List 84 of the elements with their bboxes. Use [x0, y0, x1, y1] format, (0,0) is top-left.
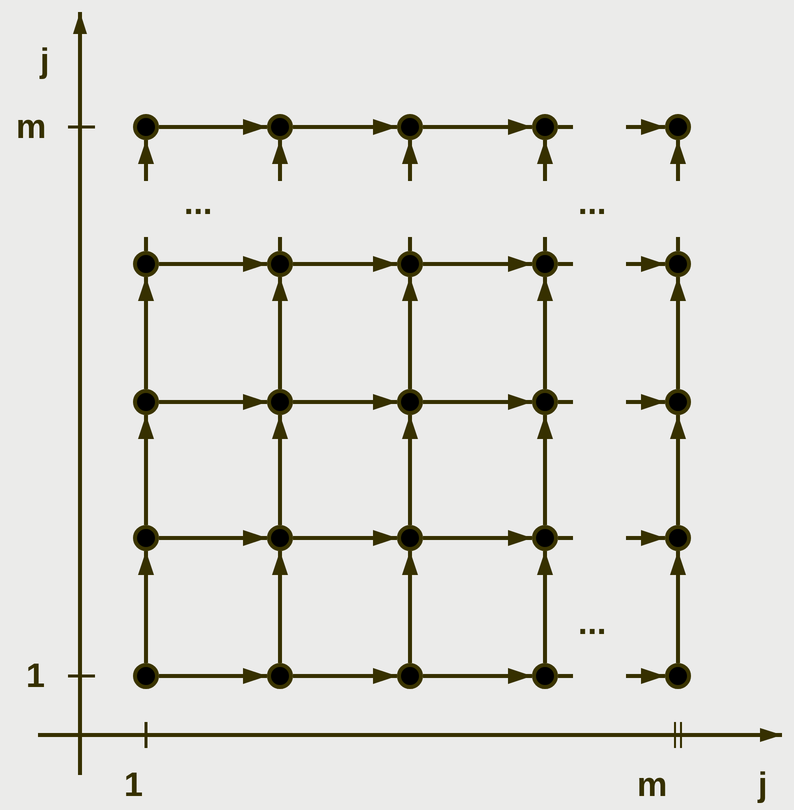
arrow	[402, 140, 418, 181]
arrow	[138, 415, 154, 525]
arrow	[423, 256, 532, 272]
arrow	[537, 277, 553, 389]
node-circle	[665, 663, 691, 689]
node-circle	[665, 525, 691, 551]
arrow	[537, 551, 553, 663]
arrow	[293, 394, 397, 410]
arrow	[159, 394, 267, 410]
node-circle	[133, 663, 159, 689]
arrow	[138, 277, 154, 389]
node-circle	[397, 389, 423, 415]
arrow	[670, 551, 686, 663]
arrow	[272, 277, 288, 389]
arrow	[402, 415, 418, 525]
arrow	[293, 530, 397, 546]
arrow	[626, 394, 665, 410]
arrow	[159, 530, 267, 546]
node-circle	[397, 663, 423, 689]
node-circle	[267, 114, 293, 140]
line	[558, 674, 573, 678]
arrow	[293, 668, 397, 684]
node-circle	[532, 663, 558, 689]
node-circle	[397, 251, 423, 277]
node-circle	[665, 251, 691, 277]
axis-label: j	[40, 44, 50, 78]
node-circle	[133, 251, 159, 277]
arrow	[670, 277, 686, 389]
line	[408, 237, 412, 251]
arrow	[626, 256, 665, 272]
line	[558, 262, 573, 266]
line	[558, 125, 573, 129]
arrow	[626, 668, 665, 684]
arrow	[626, 530, 665, 546]
line	[676, 237, 680, 251]
arrow	[402, 551, 418, 663]
arrow	[537, 415, 553, 525]
axis-label: j	[758, 768, 768, 802]
node-circle	[267, 389, 293, 415]
node-circle	[532, 114, 558, 140]
arrow	[423, 394, 532, 410]
arrow	[670, 415, 686, 525]
node-circle	[532, 251, 558, 277]
ellipsis: ...	[578, 186, 606, 220]
line	[558, 400, 573, 404]
node-circle	[267, 663, 293, 689]
arrow	[537, 140, 553, 181]
node-circle	[397, 114, 423, 140]
arrow	[423, 119, 532, 135]
line	[558, 536, 573, 540]
arrow	[159, 119, 267, 135]
arrow	[272, 415, 288, 525]
arrow	[423, 530, 532, 546]
node-circle	[665, 114, 691, 140]
arrow	[626, 119, 665, 135]
tick-label: m	[16, 110, 46, 144]
tick-label: m	[637, 768, 668, 802]
arrow	[272, 140, 288, 181]
node-circle	[267, 525, 293, 551]
node-circle	[532, 525, 558, 551]
node-circle	[133, 389, 159, 415]
arrow	[293, 119, 397, 135]
node-circle	[532, 389, 558, 415]
arrow	[402, 277, 418, 389]
node-circle	[133, 114, 159, 140]
line	[144, 237, 148, 251]
line	[543, 237, 547, 251]
arrow	[159, 668, 267, 684]
node-circle	[133, 525, 159, 551]
arrow	[138, 551, 154, 663]
node-circle	[397, 525, 423, 551]
arrow	[272, 551, 288, 663]
arrow	[293, 256, 397, 272]
tick-label: 1	[26, 659, 45, 693]
arrow	[138, 140, 154, 181]
tick-label: 1	[124, 768, 143, 802]
ellipsis: ...	[578, 606, 606, 640]
node-circle	[665, 389, 691, 415]
ellipsis: ...	[184, 186, 212, 220]
line	[278, 237, 282, 251]
arrow	[159, 256, 267, 272]
node-circle	[267, 251, 293, 277]
arrow	[423, 668, 532, 684]
arrow	[670, 140, 686, 181]
